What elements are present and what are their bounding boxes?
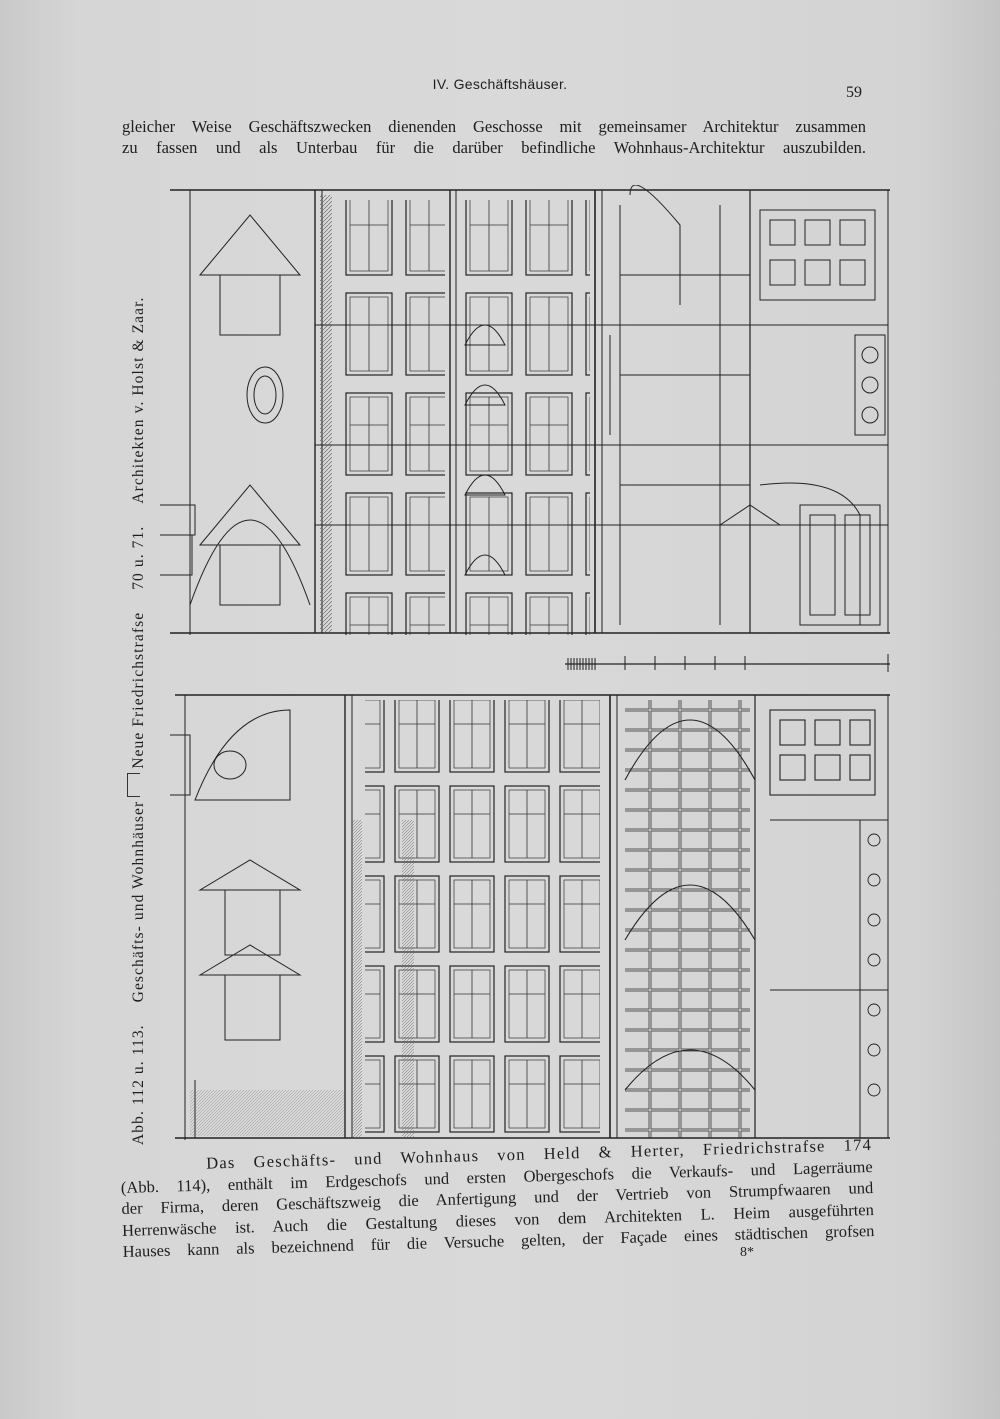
caption-title: Geschäfts- und Wohnhäuser <box>130 800 147 1003</box>
printer-signature-mark: 8* <box>740 1245 754 1260</box>
scale-bar <box>560 650 895 674</box>
caption-architects: Architekten v. Holst & Zaar. <box>130 296 147 504</box>
intro-paragraph: gleicher Weise Geschäftszwecken dienende… <box>122 116 866 158</box>
page-number: 59 <box>846 84 862 101</box>
intro-line: zu fassen und als Unterbau für die darüb… <box>122 138 866 157</box>
body-paragraph: Das Geschäfts- und Wohnhaus von Held & H… <box>120 1134 875 1262</box>
scale-bar-graphic <box>565 654 890 672</box>
running-head: IV. Geschäftshäuser. <box>432 76 568 92</box>
facade-elevation-upper <box>160 185 890 635</box>
facade-drawing-lower <box>170 690 896 1142</box>
caption-bracket-mark <box>127 772 140 797</box>
caption-figure-number: Abb. 112 u. 113. <box>130 1024 147 1145</box>
caption-street: Neue Friedrichstrafse <box>130 611 147 769</box>
caption-house-numbers: 70 u. 71. <box>130 525 147 590</box>
intro-line: gleicher Weise Geschäftszwecken dienende… <box>122 117 866 136</box>
facade-drawing-upper <box>160 185 896 640</box>
figure-caption: Abb. 112 u. 113. Geschäfts- und Wohnhäuse… <box>127 296 148 1145</box>
facade-elevation-lower <box>170 694 890 1140</box>
